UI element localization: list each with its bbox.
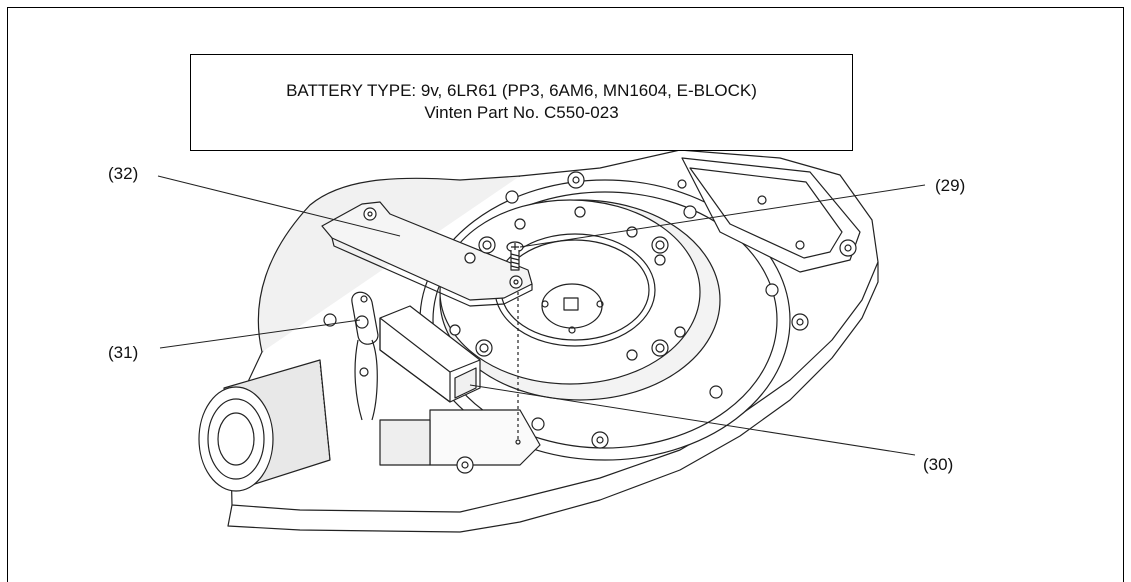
boss-pin-right [596, 300, 604, 308]
screw-29 [506, 241, 524, 271]
leader-31 [159, 319, 361, 349]
boss-pin-bottom [568, 326, 576, 334]
callout-29: (29) [935, 176, 966, 195]
cover-hole-right [509, 275, 523, 289]
slot-floor [379, 419, 431, 466]
figure-frame [7, 7, 1124, 582]
top-plate [681, 157, 861, 273]
leader-29 [519, 184, 926, 248]
ring-bolts [323, 171, 857, 474]
turntable-bolts [449, 206, 686, 361]
callout-30: (30) [923, 455, 954, 474]
bracket-screw [355, 315, 369, 329]
top-plate-inner [689, 167, 843, 259]
part-number-line: Vinten Part No. C550-023 [424, 103, 619, 122]
front-slot [429, 409, 541, 466]
leader-32 [157, 175, 401, 237]
cover-hole-left [363, 207, 377, 221]
battery-type-line: BATTERY TYPE: 9v, 6LR61 (PP3, 6AM6, MN16… [286, 81, 757, 100]
hex-socket [563, 297, 579, 311]
battery-9v [379, 305, 481, 403]
battery-wire [354, 339, 378, 421]
leader-30 [469, 384, 916, 456]
housing-lower-edge [227, 262, 879, 533]
outer-ring-inner [432, 191, 778, 449]
boss-pin-left [541, 300, 549, 308]
adjust-knob [198, 359, 331, 492]
battery-cover-plate [321, 201, 533, 301]
callout-31: (31) [108, 343, 139, 362]
callout-32: (32) [108, 164, 139, 183]
battery-type-note: BATTERY TYPE: 9v, 6LR61 (PP3, 6AM6, MN16… [190, 54, 853, 151]
